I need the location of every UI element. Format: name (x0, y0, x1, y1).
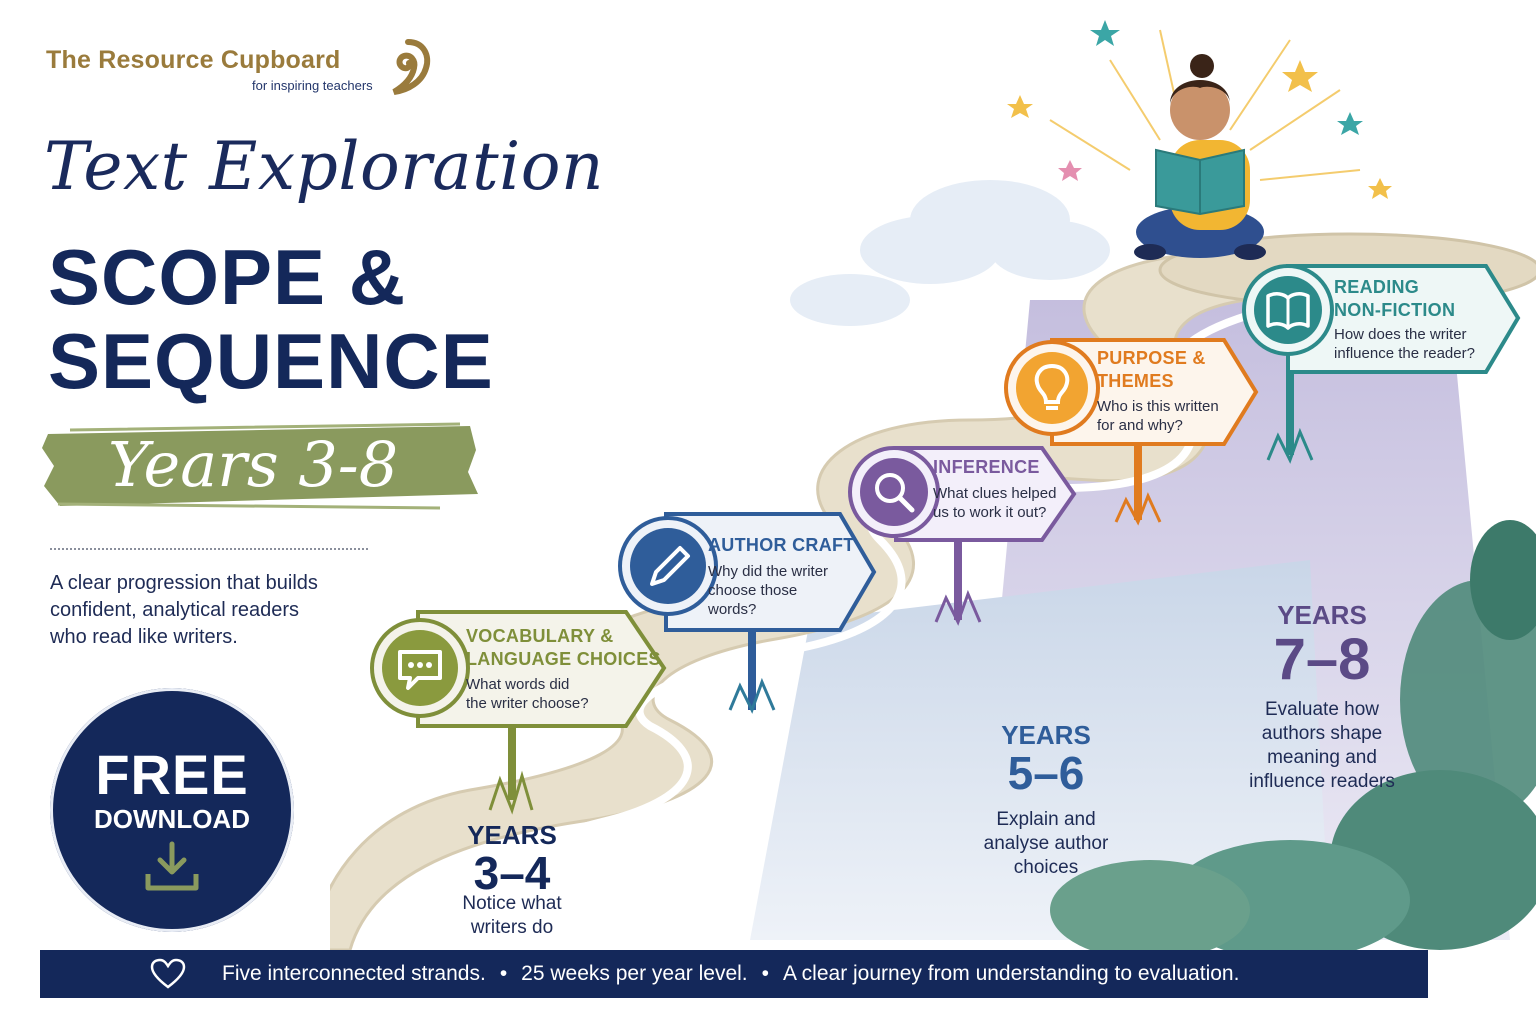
stage-1-range: 3–4 (473, 847, 551, 899)
stage-2-desc-3: choices (1013, 857, 1079, 878)
footer-text: Five interconnected strands. • 25 weeks pe… (222, 962, 1239, 986)
footer-item-1: Five interconnected strands. (222, 962, 486, 985)
sign-non-fiction-question-1: How does the writer (1334, 326, 1467, 343)
footer-separator: • (499, 962, 508, 985)
clouds (790, 180, 1110, 326)
sign-inference (848, 446, 1077, 542)
magnifier-icon (875, 473, 905, 503)
stage-2-desc-1: Explain and (996, 809, 1096, 830)
sign-vocabulary (370, 610, 667, 728)
stage-3-label: YEARS (1277, 600, 1367, 630)
stage-1-label: YEARS (467, 820, 557, 850)
sign-non-fiction-title-1: READING (1334, 277, 1420, 297)
free-download-button[interactable] (50, 688, 294, 932)
intro-text: A clear progression that builds confiden… (50, 572, 318, 648)
spiral-shell-icon (392, 39, 431, 95)
stage-3-desc-2: authors shape (1261, 723, 1383, 744)
sign-vocabulary-title-1: VOCABULARY & (466, 626, 614, 646)
sign-purpose-themes (1004, 338, 1259, 446)
open-book-icon (1266, 292, 1310, 330)
stage-1-desc-1: Notice what (462, 893, 562, 914)
stage-3-range: 7–8 (1273, 627, 1371, 692)
free-download-label-2: DOWNLOAD (94, 804, 250, 834)
sign-posts (508, 370, 1294, 800)
years-banner-text: Years 3-8 (108, 428, 399, 501)
speech-bubble-icon (398, 650, 442, 690)
sign-non-fiction-question-2: influence the reader? (1334, 345, 1475, 362)
stage-3-desc-3: meaning and (1267, 747, 1377, 768)
sign-vocabulary-question-1: What words did (466, 676, 570, 693)
footer-separator: • (761, 962, 769, 985)
stage-3-desc-1: Evaluate how (1264, 699, 1380, 720)
sign-purpose-title-2: THEMES (1097, 371, 1174, 391)
sign-reading-non-fiction (1242, 264, 1521, 374)
sign-author-craft-title: AUTHOR CRAFT (708, 535, 855, 555)
free-download-label-1: FREE (95, 743, 249, 806)
lightbulb-icon (1034, 363, 1070, 404)
sign-non-fiction-title-2: NON-FICTION (1334, 300, 1456, 320)
title-line-1: SCOPE & (48, 233, 407, 321)
footer-bar (40, 950, 1428, 998)
sign-vocabulary-title-2: LANGUAGE CHOICES (466, 649, 661, 669)
years-banner-brush (42, 422, 478, 510)
sign-author-craft-question-3: words? (708, 601, 757, 618)
heart-icon (150, 958, 186, 989)
script-title: Text Exploration (44, 128, 604, 205)
foliage (1050, 520, 1536, 950)
brand-name: The Resource Cupboard (46, 46, 341, 74)
sign-author-craft (618, 512, 877, 632)
girl-reading-illustration (1134, 54, 1266, 260)
cliff-middle (750, 560, 1330, 940)
stage-3-desc-4: influence readers (1249, 771, 1395, 792)
sign-author-craft-question-1: Why did the writer (708, 563, 829, 580)
sign-purpose-title-1: PURPOSE & (1097, 348, 1206, 368)
stars (1007, 20, 1392, 199)
sign-author-craft-question-2: choose those (708, 582, 798, 599)
footer-item-2: 25 weeks per year level. (521, 962, 748, 985)
sign-purpose-question-2: for and why? (1097, 417, 1183, 434)
sign-inference-question-1: What clues helped (933, 485, 1057, 502)
sun-rays (1049, 29, 1361, 181)
stage-2-label: YEARS (1001, 720, 1091, 750)
download-icon[interactable] (142, 840, 202, 894)
pencil-icon (650, 546, 690, 586)
sign-vocabulary-question-2: the writer choose? (466, 695, 589, 712)
sign-inference-question-2: us to work it out? (933, 504, 1047, 521)
footer-item-3: A clear journey from understanding to ev… (782, 962, 1240, 985)
divider (50, 548, 368, 550)
grass-tufts (488, 427, 1314, 815)
stage-1-desc-2: writers do (470, 917, 554, 938)
sign-inference-title: INFERENCE (933, 457, 1040, 477)
title-line-2: SEQUENCE (48, 317, 494, 405)
stage-2-desc-2: analyse author (983, 833, 1109, 854)
sign-purpose-question-1: Who is this written (1097, 398, 1219, 415)
stage-2-range: 5–6 (1007, 747, 1085, 799)
brand-tagline: for inspiring teachers (252, 78, 373, 93)
